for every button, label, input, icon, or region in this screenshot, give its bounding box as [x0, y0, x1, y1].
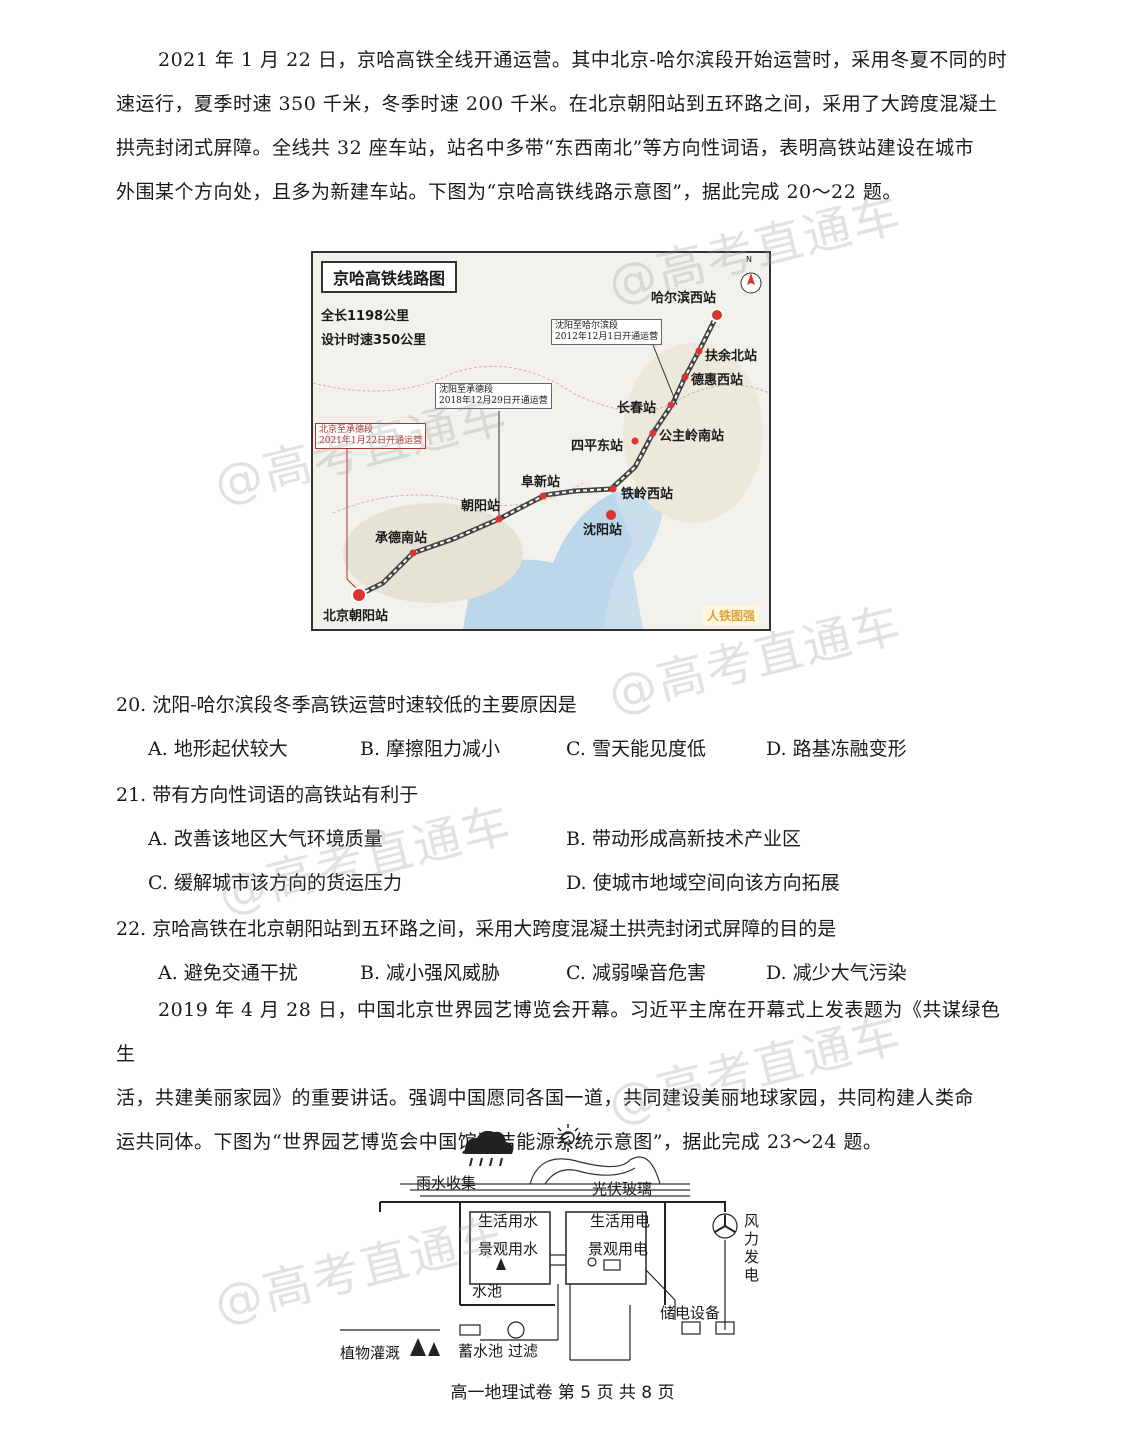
- sun-rays: [554, 1124, 582, 1152]
- flow-arrows: [340, 1201, 726, 1361]
- q21-option-d: D. 使城市地域空间向该方向拓展: [566, 872, 840, 894]
- liaodong-bay: [603, 490, 663, 629]
- station-changchun: 长春站: [617, 401, 657, 416]
- question-22: 22. 京哈高铁在北京朝阳站到五环路之间，采用大跨度混凝土拱壳封闭式屏障的目的是: [116, 918, 837, 940]
- province-border: [313, 365, 769, 412]
- station-marker: [710, 308, 724, 322]
- q21-option-c: C. 缓解城市该方向的货运压力: [148, 872, 402, 894]
- cloud-icon: [462, 1130, 514, 1154]
- page-footer: 高一地理试卷 第 5 页 共 8 页: [450, 1383, 675, 1403]
- passage-1: 2021 年 1 月 22 日，京哈高铁全线开通运营。其中北京-哈尔滨段开始运营…: [116, 49, 1008, 203]
- map-speed: 设计时速350公里: [321, 333, 427, 348]
- label-wind: 风 力 发 电: [744, 1212, 760, 1284]
- tree-icon: [428, 1342, 440, 1356]
- segment-beijing-chengde: 北京至承德段 2021年1月22日开通运营: [315, 423, 427, 449]
- q22-option-d: D. 减少大气污染: [766, 962, 907, 984]
- question-21: 21. 带有方向性词语的高铁站有利于: [116, 784, 419, 806]
- station-shenyang: 沈阳站: [583, 523, 623, 538]
- compass-n: N: [746, 255, 752, 264]
- diagram-lines: [340, 1124, 738, 1361]
- station-dehui-west: 德惠西站: [691, 373, 744, 388]
- tree-icon: [410, 1338, 426, 1356]
- question-20: 20. 沈阳-哈尔滨段冬季高铁运营时速较低的主要原因是: [116, 694, 577, 716]
- station-marker: [681, 373, 689, 381]
- station-marker: [539, 492, 547, 500]
- battery-icon: [681, 1321, 701, 1335]
- inverter-icon: [715, 1321, 735, 1335]
- leader-line: [652, 344, 678, 406]
- q21-option-b: B. 带动形成高新技术产业区: [566, 828, 802, 850]
- station-marker: [609, 485, 617, 493]
- tree-icon: [496, 1258, 506, 1270]
- label-landscape-water: 景观用水: [478, 1240, 539, 1258]
- station-chengde-south: 承德南站: [375, 531, 428, 546]
- station-marker: [649, 429, 657, 437]
- station-marker: [495, 515, 503, 523]
- building-shell: [379, 1201, 726, 1212]
- station-marker: [409, 549, 417, 557]
- station-tieling-west: 铁岭西站: [621, 487, 674, 502]
- station-fuyu-north: 扶余北站: [705, 349, 758, 364]
- label-landscape-power: 景观用电: [588, 1240, 649, 1258]
- rain-drop: [479, 1157, 483, 1167]
- station-siping-east: 四平东站: [571, 439, 624, 454]
- device-icon: [603, 1259, 621, 1271]
- filter-icon: [507, 1321, 525, 1339]
- energy-diagram: 雨水收集 光伏玻璃 生活用水 生活用电 景观用水 景观用电 水池 储电设备 蓄水…: [330, 1120, 790, 1370]
- label-pool: 水池: [472, 1282, 503, 1300]
- rain-drop: [489, 1157, 493, 1167]
- rain-drop: [499, 1157, 503, 1167]
- label-domestic-power: 生活用电: [590, 1212, 651, 1230]
- label-storage: 储电设备: [660, 1304, 721, 1322]
- station-harbin-west: 哈尔滨西站: [651, 291, 717, 306]
- q22-option-b: B. 减小强风威胁: [360, 962, 501, 984]
- station-fuxin: 阜新站: [521, 475, 561, 490]
- q20-option-b: B. 摩擦阻力减小: [360, 738, 501, 760]
- rail-line-dash: [358, 314, 718, 596]
- reservoir-icon: [459, 1324, 481, 1336]
- q20-option-a: A. 地形起伏较大: [148, 738, 288, 760]
- sun-icon: [561, 1131, 575, 1145]
- roof-layers: [400, 1156, 690, 1197]
- compass-needle: [747, 273, 755, 285]
- q20-option-c: C. 雪天能见度低: [566, 738, 706, 760]
- lamp-icon: [587, 1257, 597, 1267]
- wind-turbine-icon: [712, 1213, 738, 1239]
- label-filter: 过滤: [508, 1342, 539, 1360]
- station-marker: [667, 401, 675, 409]
- label-reservoir: 蓄水池: [458, 1342, 504, 1360]
- station-marker: [606, 510, 616, 520]
- label-rain: 雨水收集: [416, 1174, 477, 1192]
- province-border: [332, 482, 584, 514]
- map-background: [313, 272, 769, 629]
- station-gongzhuling-south: 公主岭南站: [659, 429, 725, 444]
- map-logo: 人铁图强: [702, 606, 759, 625]
- q22-option-c: C. 减弱噪音危害: [566, 962, 706, 984]
- q20-option-d: D. 路基冻融变形: [766, 738, 907, 760]
- label-domestic-water: 生活用水: [478, 1212, 539, 1230]
- station-beijing-chaoyang: 北京朝阳站: [323, 609, 389, 624]
- rail-map: 京哈高铁线路图 全长1198公里 设计时速350公里 N 沈阳至哈尔滨段 201…: [311, 251, 771, 631]
- q22-option-a: A. 避免交通干扰: [158, 962, 298, 984]
- q21-option-a: A. 改善该地区大气环境质量: [148, 828, 383, 850]
- station-chaoyang: 朝阳站: [461, 499, 501, 514]
- station-marker: [631, 437, 639, 445]
- terrain-patch: [623, 343, 763, 523]
- bohai-sea: [463, 493, 636, 629]
- turbine-blades: [714, 1215, 736, 1233]
- segment-shenyang-harbin: 沈阳至哈尔滨段 2012年12月1日开通运营: [551, 319, 663, 345]
- leader-line: [346, 443, 360, 592]
- map-title: 京哈高铁线路图: [321, 261, 458, 293]
- station-marker: [351, 587, 367, 603]
- rain-drop: [469, 1157, 473, 1167]
- station-marker: [695, 347, 703, 355]
- water-box: [469, 1211, 551, 1285]
- power-box: [565, 1211, 647, 1285]
- map-length: 全长1198公里: [321, 309, 410, 324]
- segment-shenyang-chengde: 沈阳至承德段 2018年12月29日开通运营: [435, 383, 552, 409]
- label-pv: 光伏玻璃: [592, 1180, 653, 1198]
- label-irrigation: 植物灌溉: [340, 1344, 401, 1362]
